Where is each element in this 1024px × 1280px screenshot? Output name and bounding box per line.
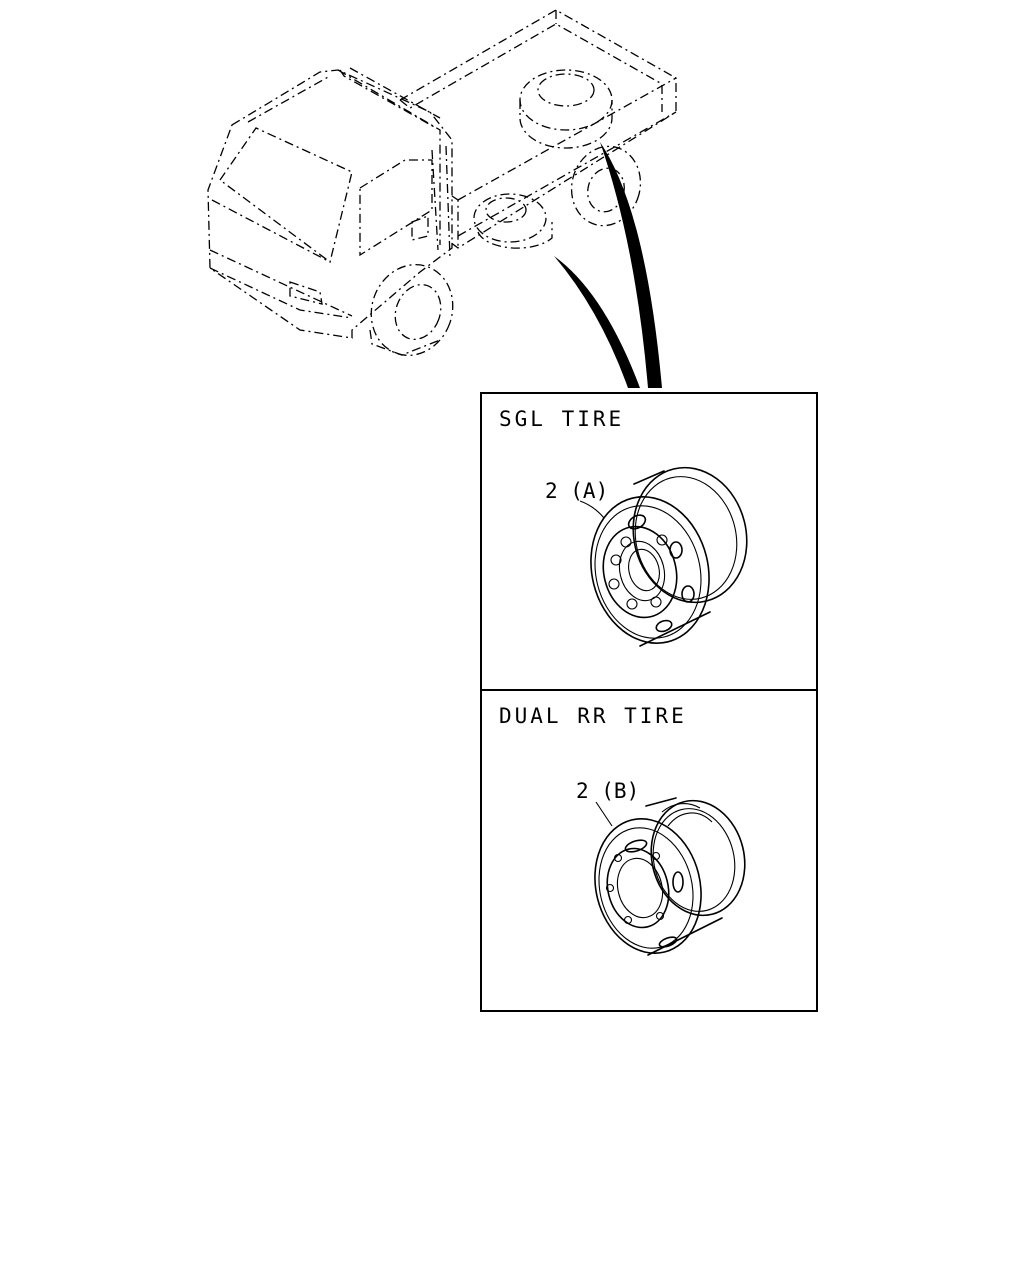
panel-sgl-tire (480, 392, 818, 691)
leader-arrow-dual (600, 142, 662, 388)
callout-leader-2b (595, 801, 613, 827)
panel-dual-rr-tire (480, 689, 818, 1012)
panel-label-dual-rr-tire: DUAL RR TIRE (499, 704, 687, 728)
leader-arrows (554, 142, 662, 388)
callout-leader-2a (579, 500, 605, 519)
leader-arrow-single (554, 256, 640, 388)
truck-illustration (207, 9, 677, 356)
callout-2b: 2 (B) (576, 779, 639, 803)
wheel-2a (579, 466, 748, 647)
panel-label-sgl-tire: SGL TIRE (499, 407, 624, 431)
callout-2a: 2 (A) (545, 479, 608, 503)
wheel-2b (594, 797, 746, 956)
